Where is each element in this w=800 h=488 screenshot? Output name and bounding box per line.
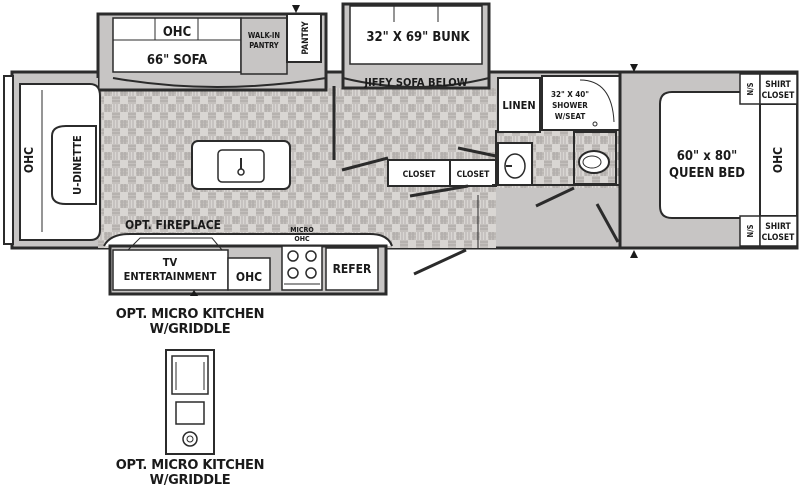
label-tv-2: ENTERTAINMENT xyxy=(124,270,217,283)
label-shirt-top-1: SHIRT xyxy=(765,80,791,90)
shower xyxy=(541,75,621,131)
label-ohc-front: OHC xyxy=(22,147,36,173)
griddle xyxy=(175,401,205,425)
label-refer: REFER xyxy=(333,262,372,276)
range-cooktop xyxy=(281,245,323,291)
label-u-dinette: U-DINETTE xyxy=(71,135,84,195)
label-walk-in-2: PANTRY xyxy=(249,41,279,50)
micro-kitchen-note-2-line1: OPT. MICRO KITCHEN xyxy=(115,458,265,473)
label-queen-bed-1: 60" x 80" xyxy=(677,149,737,164)
bath-door-2 xyxy=(535,186,575,208)
micro-kitchen-note-2-line2: W/GRIDDLE xyxy=(149,473,231,488)
shower-drain xyxy=(592,121,598,127)
bed-headboard-ohc xyxy=(759,103,798,217)
label-linen: LINEN xyxy=(502,99,535,112)
door-swing xyxy=(341,156,389,172)
label-micro-ohc-1: MICRO xyxy=(290,226,314,234)
slideout-edge xyxy=(112,77,327,88)
label-ns-top: N/S xyxy=(746,82,755,95)
micro-kitchen-pointer xyxy=(190,290,198,296)
label-micro-ohc-2: OHC xyxy=(294,235,310,243)
label-bunk: 32" X 69" BUNK xyxy=(366,30,470,45)
burner xyxy=(305,267,317,279)
bedroom-door xyxy=(595,203,620,243)
label-shirt-bottom-2: CLOSET xyxy=(762,233,795,243)
closet-door xyxy=(409,184,469,198)
bunk-bed xyxy=(349,5,483,65)
label-ohc-sofa: OHC xyxy=(163,25,191,40)
dinette-table xyxy=(51,125,97,205)
kitchen-ohc xyxy=(227,257,271,291)
linen-closet xyxy=(497,77,541,133)
toilet-bowl xyxy=(582,155,602,169)
shower-curve xyxy=(579,79,615,123)
label-ohc-kitchen: OHC xyxy=(236,270,262,284)
shirt-closet-top xyxy=(759,73,798,105)
burner xyxy=(305,250,317,262)
label-shower-3: W/SEAT xyxy=(555,112,586,121)
micro-kitchen-cabinet xyxy=(171,355,209,395)
label-ohc-bed: OHC xyxy=(771,147,785,173)
entry-arrow-top xyxy=(292,5,300,13)
micro-kitchen-note-1: OPT. MICRO KITCHEN W/GRIDDLE xyxy=(100,307,280,337)
label-fireplace: OPT. FIREPLACE xyxy=(125,218,221,232)
burner xyxy=(287,250,299,262)
label-shower-2: SHOWER xyxy=(552,101,588,110)
toilet xyxy=(578,150,610,174)
front-cap xyxy=(3,75,14,245)
burner xyxy=(287,267,299,279)
pantry-cabinet xyxy=(286,13,322,63)
slideout-edge xyxy=(342,77,490,88)
slide-marker-top xyxy=(630,64,638,72)
slide-marker-bottom xyxy=(630,250,638,258)
label-jiffy-sofa: JIFFY SOFA BELOW xyxy=(363,76,467,89)
refrigerator xyxy=(325,247,379,291)
closet-1 xyxy=(387,159,451,187)
shirt-closet-bottom xyxy=(759,215,798,247)
fireplace-counter xyxy=(103,233,393,247)
label-shirt-top-2: CLOSET xyxy=(762,91,795,101)
label-sofa: 66" SOFA xyxy=(147,53,207,68)
micro-burner-inner xyxy=(186,435,194,443)
micro-kitchen-note-1-line2: W/GRIDDLE xyxy=(149,322,231,337)
micro-kitchen-note-2: OPT. MICRO KITCHEN W/GRIDDLE xyxy=(100,458,280,488)
bath-door xyxy=(457,146,497,158)
label-shower-1: 32" X 40" xyxy=(551,90,589,99)
label-closet-2: CLOSET xyxy=(457,170,490,180)
tv-unit xyxy=(127,237,223,251)
label-shirt-bottom-1: SHIRT xyxy=(765,222,791,232)
label-walk-in-1: WALK-IN xyxy=(248,31,281,40)
label-ns-bottom: N/S xyxy=(746,224,755,237)
label-queen-bed-2: QUEEN BED xyxy=(669,166,745,181)
label-pantry: PANTRY xyxy=(301,21,311,55)
bath-sink xyxy=(504,153,526,179)
walk-in-pantry xyxy=(240,17,288,75)
entry-door xyxy=(413,248,467,276)
label-tv-1: TV xyxy=(163,256,178,269)
label-closet-1: CLOSET xyxy=(403,170,436,180)
micro-burner xyxy=(182,431,198,447)
micro-cabinet-lines xyxy=(175,362,205,390)
micro-kitchen-note-1-line1: OPT. MICRO KITCHEN xyxy=(115,307,265,322)
